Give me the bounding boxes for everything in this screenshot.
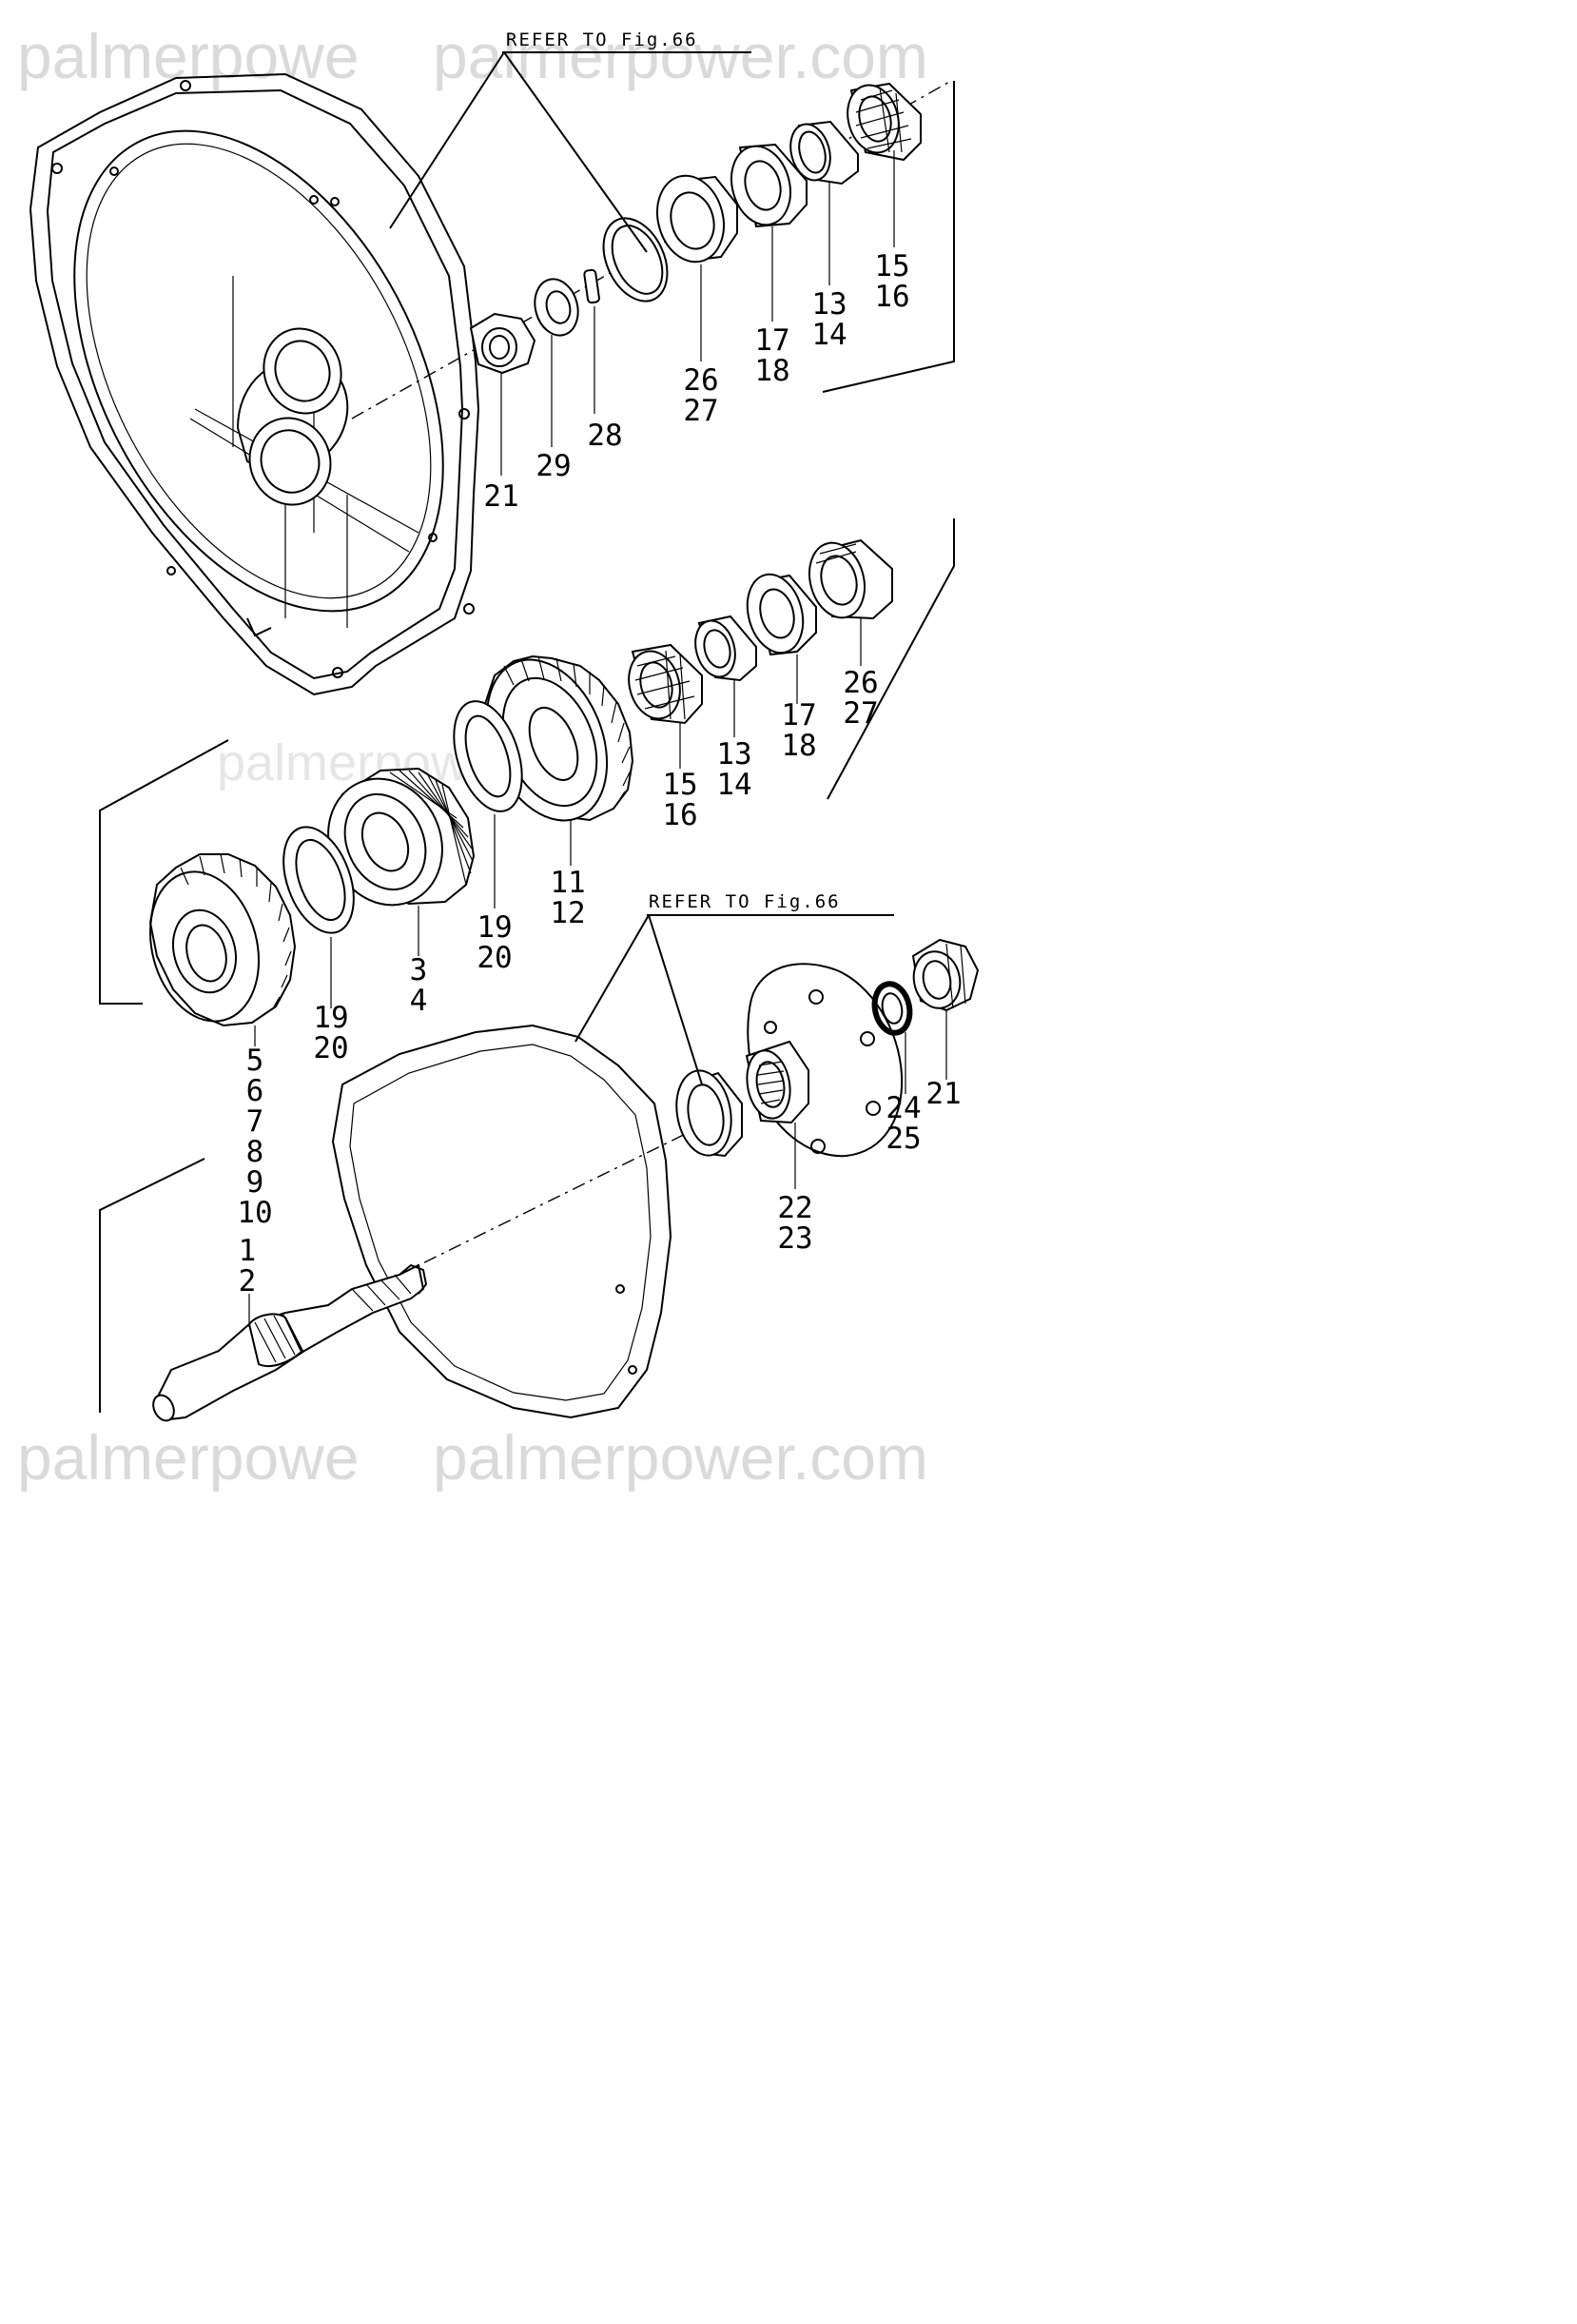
label-23: 23 <box>777 1221 812 1256</box>
upper-nut-21 <box>469 312 536 476</box>
watermark-top-right: palmerpower.com <box>433 21 928 91</box>
label-18: 18 <box>754 354 789 388</box>
mid-needle-bearing-15 <box>628 643 703 769</box>
watermark-bottom-left: palmerpowe <box>17 1422 360 1492</box>
label-25: 25 <box>886 1122 921 1156</box>
label-2: 2 <box>239 1264 257 1299</box>
upper-labels: 15 16 13 14 17 18 26 27 28 29 21 <box>483 249 909 514</box>
watermark-bottom-right: palmerpower.com <box>433 1422 928 1492</box>
parts-diagram: palmerpowe palmerpower.com palmerpower.c… <box>0 0 998 1493</box>
oring-24 <box>871 981 913 1094</box>
drive-gear-5 <box>148 853 297 1046</box>
label-10: 10 <box>237 1196 272 1230</box>
middle-right-bracket <box>827 518 955 800</box>
lower-refer-label: REFER TO Fig.66 <box>649 891 841 912</box>
upper-bracket <box>822 81 955 393</box>
label-11: 11 <box>550 866 585 900</box>
shaft-bracket <box>99 1158 205 1413</box>
label-29: 29 <box>535 449 571 483</box>
label-21: 21 <box>483 479 518 514</box>
label-19: 19 <box>313 1001 348 1035</box>
label-16: 16 <box>874 280 909 314</box>
label-20b: 20 <box>477 941 512 975</box>
label-22: 22 <box>777 1191 812 1225</box>
label-4: 4 <box>410 984 428 1018</box>
flange-22 <box>745 963 904 1189</box>
shaft-1 <box>99 1158 428 1422</box>
upper-pin-28 <box>583 268 600 414</box>
exploded-view-drawing: palmerpowe palmerpower.com palmerpower.c… <box>17 21 980 1493</box>
label-19b: 19 <box>477 910 512 945</box>
label-26b: 26 <box>843 666 878 700</box>
lower-nut-21 <box>911 938 980 1080</box>
lower-labels: 21 24 25 22 23 1 2 <box>239 1077 962 1299</box>
label-9: 9 <box>246 1165 264 1200</box>
label-18b: 18 <box>781 729 816 763</box>
upper-seal-17 <box>730 143 808 322</box>
label-6: 6 <box>246 1074 264 1108</box>
label-14: 14 <box>811 318 847 352</box>
label-3: 3 <box>410 953 428 987</box>
label-8: 8 <box>246 1135 264 1169</box>
label-28: 28 <box>587 419 622 453</box>
watermark-top-left: palmerpowe <box>17 21 360 91</box>
mid-spacer-19 <box>453 700 523 908</box>
label-5: 5 <box>246 1044 264 1078</box>
label-26: 26 <box>683 363 718 398</box>
left-spacer-19 <box>282 826 355 1008</box>
clutch-housing <box>29 72 480 696</box>
label-15b: 15 <box>662 768 697 802</box>
lower-seal-ring <box>675 1069 743 1158</box>
label-17b: 17 <box>781 698 816 732</box>
mid-seal-17 <box>746 573 817 704</box>
upper-refer-label: REFER TO Fig.66 <box>506 29 698 50</box>
upper-washer-29 <box>534 278 579 447</box>
hub-3 <box>327 767 476 956</box>
label-17: 17 <box>754 323 789 358</box>
transmission-case <box>331 1024 710 1419</box>
upper-seal-ring <box>602 217 669 303</box>
label-12: 12 <box>550 896 585 930</box>
mid-sleeve-13 <box>694 615 757 737</box>
label-15: 15 <box>874 249 909 283</box>
label-7: 7 <box>246 1104 264 1139</box>
middle-labels: 26 27 17 18 13 14 15 16 11 12 19 20 3 4 … <box>237 666 878 1230</box>
mid-bearing-26 <box>808 538 893 666</box>
label-27b: 27 <box>843 696 878 731</box>
label-1: 1 <box>239 1234 257 1268</box>
label-24: 24 <box>886 1091 921 1125</box>
upper-refer-leader <box>389 51 751 253</box>
upper-needle-bearing-15 <box>847 82 922 247</box>
label-20: 20 <box>313 1031 348 1065</box>
lower-refer-leader <box>574 914 894 1085</box>
label-21b: 21 <box>925 1077 961 1111</box>
label-13b: 13 <box>716 737 751 771</box>
label-16b: 16 <box>662 798 697 832</box>
upper-sleeve-13 <box>789 120 859 285</box>
label-13: 13 <box>811 287 847 322</box>
label-27: 27 <box>683 394 718 428</box>
middle-left-bracket <box>99 739 229 1005</box>
upper-bearing-26 <box>656 174 738 361</box>
label-14b: 14 <box>716 768 751 802</box>
